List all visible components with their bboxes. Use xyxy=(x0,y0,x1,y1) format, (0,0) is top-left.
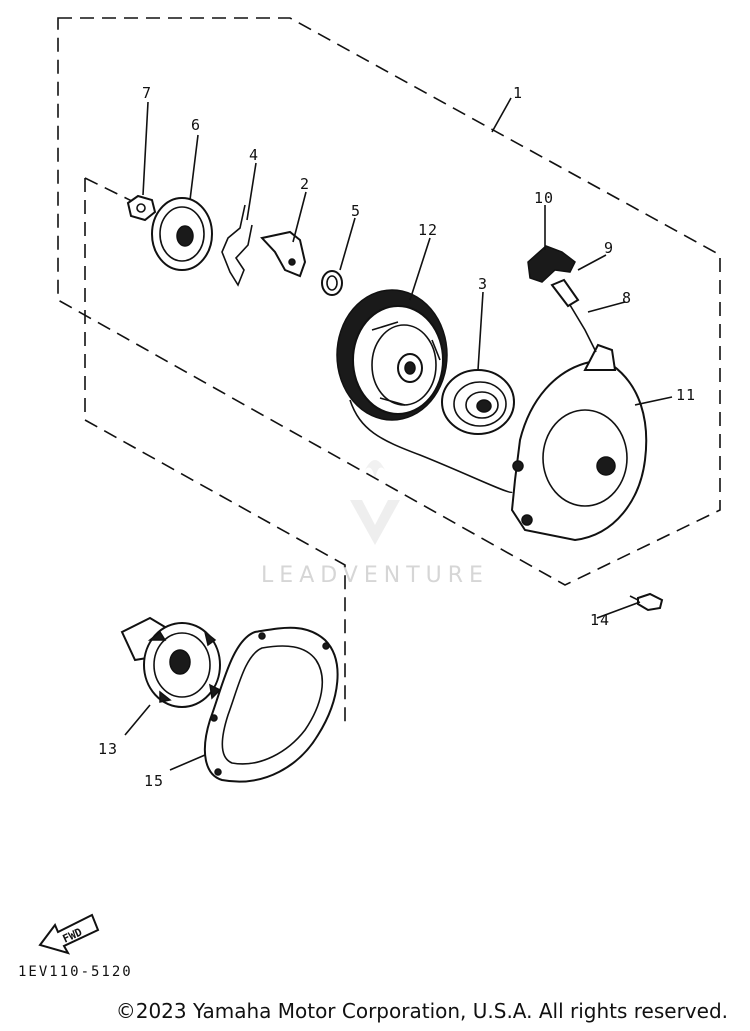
callout-8: 8 xyxy=(622,289,632,307)
callout-4: 4 xyxy=(249,146,259,164)
callout-13: 13 xyxy=(98,740,118,758)
part-nut-7 xyxy=(126,194,157,222)
callout-3: 3 xyxy=(478,275,488,293)
callout-5: 5 xyxy=(351,202,361,220)
callout-14: 14 xyxy=(590,611,610,629)
callout-15: 15 xyxy=(144,772,164,790)
callout-10: 10 xyxy=(534,189,554,207)
part-grip-9 xyxy=(550,278,580,308)
watermark-text: LEADVENTURE xyxy=(261,563,489,588)
part-gasket-15 xyxy=(203,626,339,783)
part-starter-case-11 xyxy=(510,343,648,542)
part-rope-guide-8 xyxy=(569,304,597,353)
callout-11: 11 xyxy=(676,386,696,404)
part-spring-5 xyxy=(321,270,343,296)
part-code: 1EV110-5120 xyxy=(18,964,133,980)
part-recoil-spring-3 xyxy=(441,369,515,435)
starter-rope xyxy=(349,399,513,494)
callout-7: 7 xyxy=(142,84,152,102)
pawl-hole xyxy=(288,258,296,266)
leader-lines xyxy=(124,97,673,771)
part-drive-plate-6 xyxy=(151,197,213,271)
assembly-outline-1 xyxy=(57,17,721,586)
callout-2: 2 xyxy=(300,175,310,193)
part-handle-10 xyxy=(527,245,576,283)
part-pawl-2 xyxy=(260,230,307,278)
fwd-arrow-icon: FWD xyxy=(38,913,100,955)
callout-12: 12 xyxy=(418,221,438,239)
part-bolt-14 xyxy=(629,592,664,612)
copyright-footer: ©2023 Yamaha Motor Corporation, U.S.A. A… xyxy=(116,999,728,1023)
part-pulley-13 xyxy=(120,616,222,708)
part-spring-4 xyxy=(221,204,253,287)
part-sheave-drum-12 xyxy=(336,289,448,421)
callout-6: 6 xyxy=(191,116,201,134)
callout-1: 1 xyxy=(513,84,523,102)
callout-9: 9 xyxy=(604,239,614,257)
watermark-logo xyxy=(350,460,400,545)
